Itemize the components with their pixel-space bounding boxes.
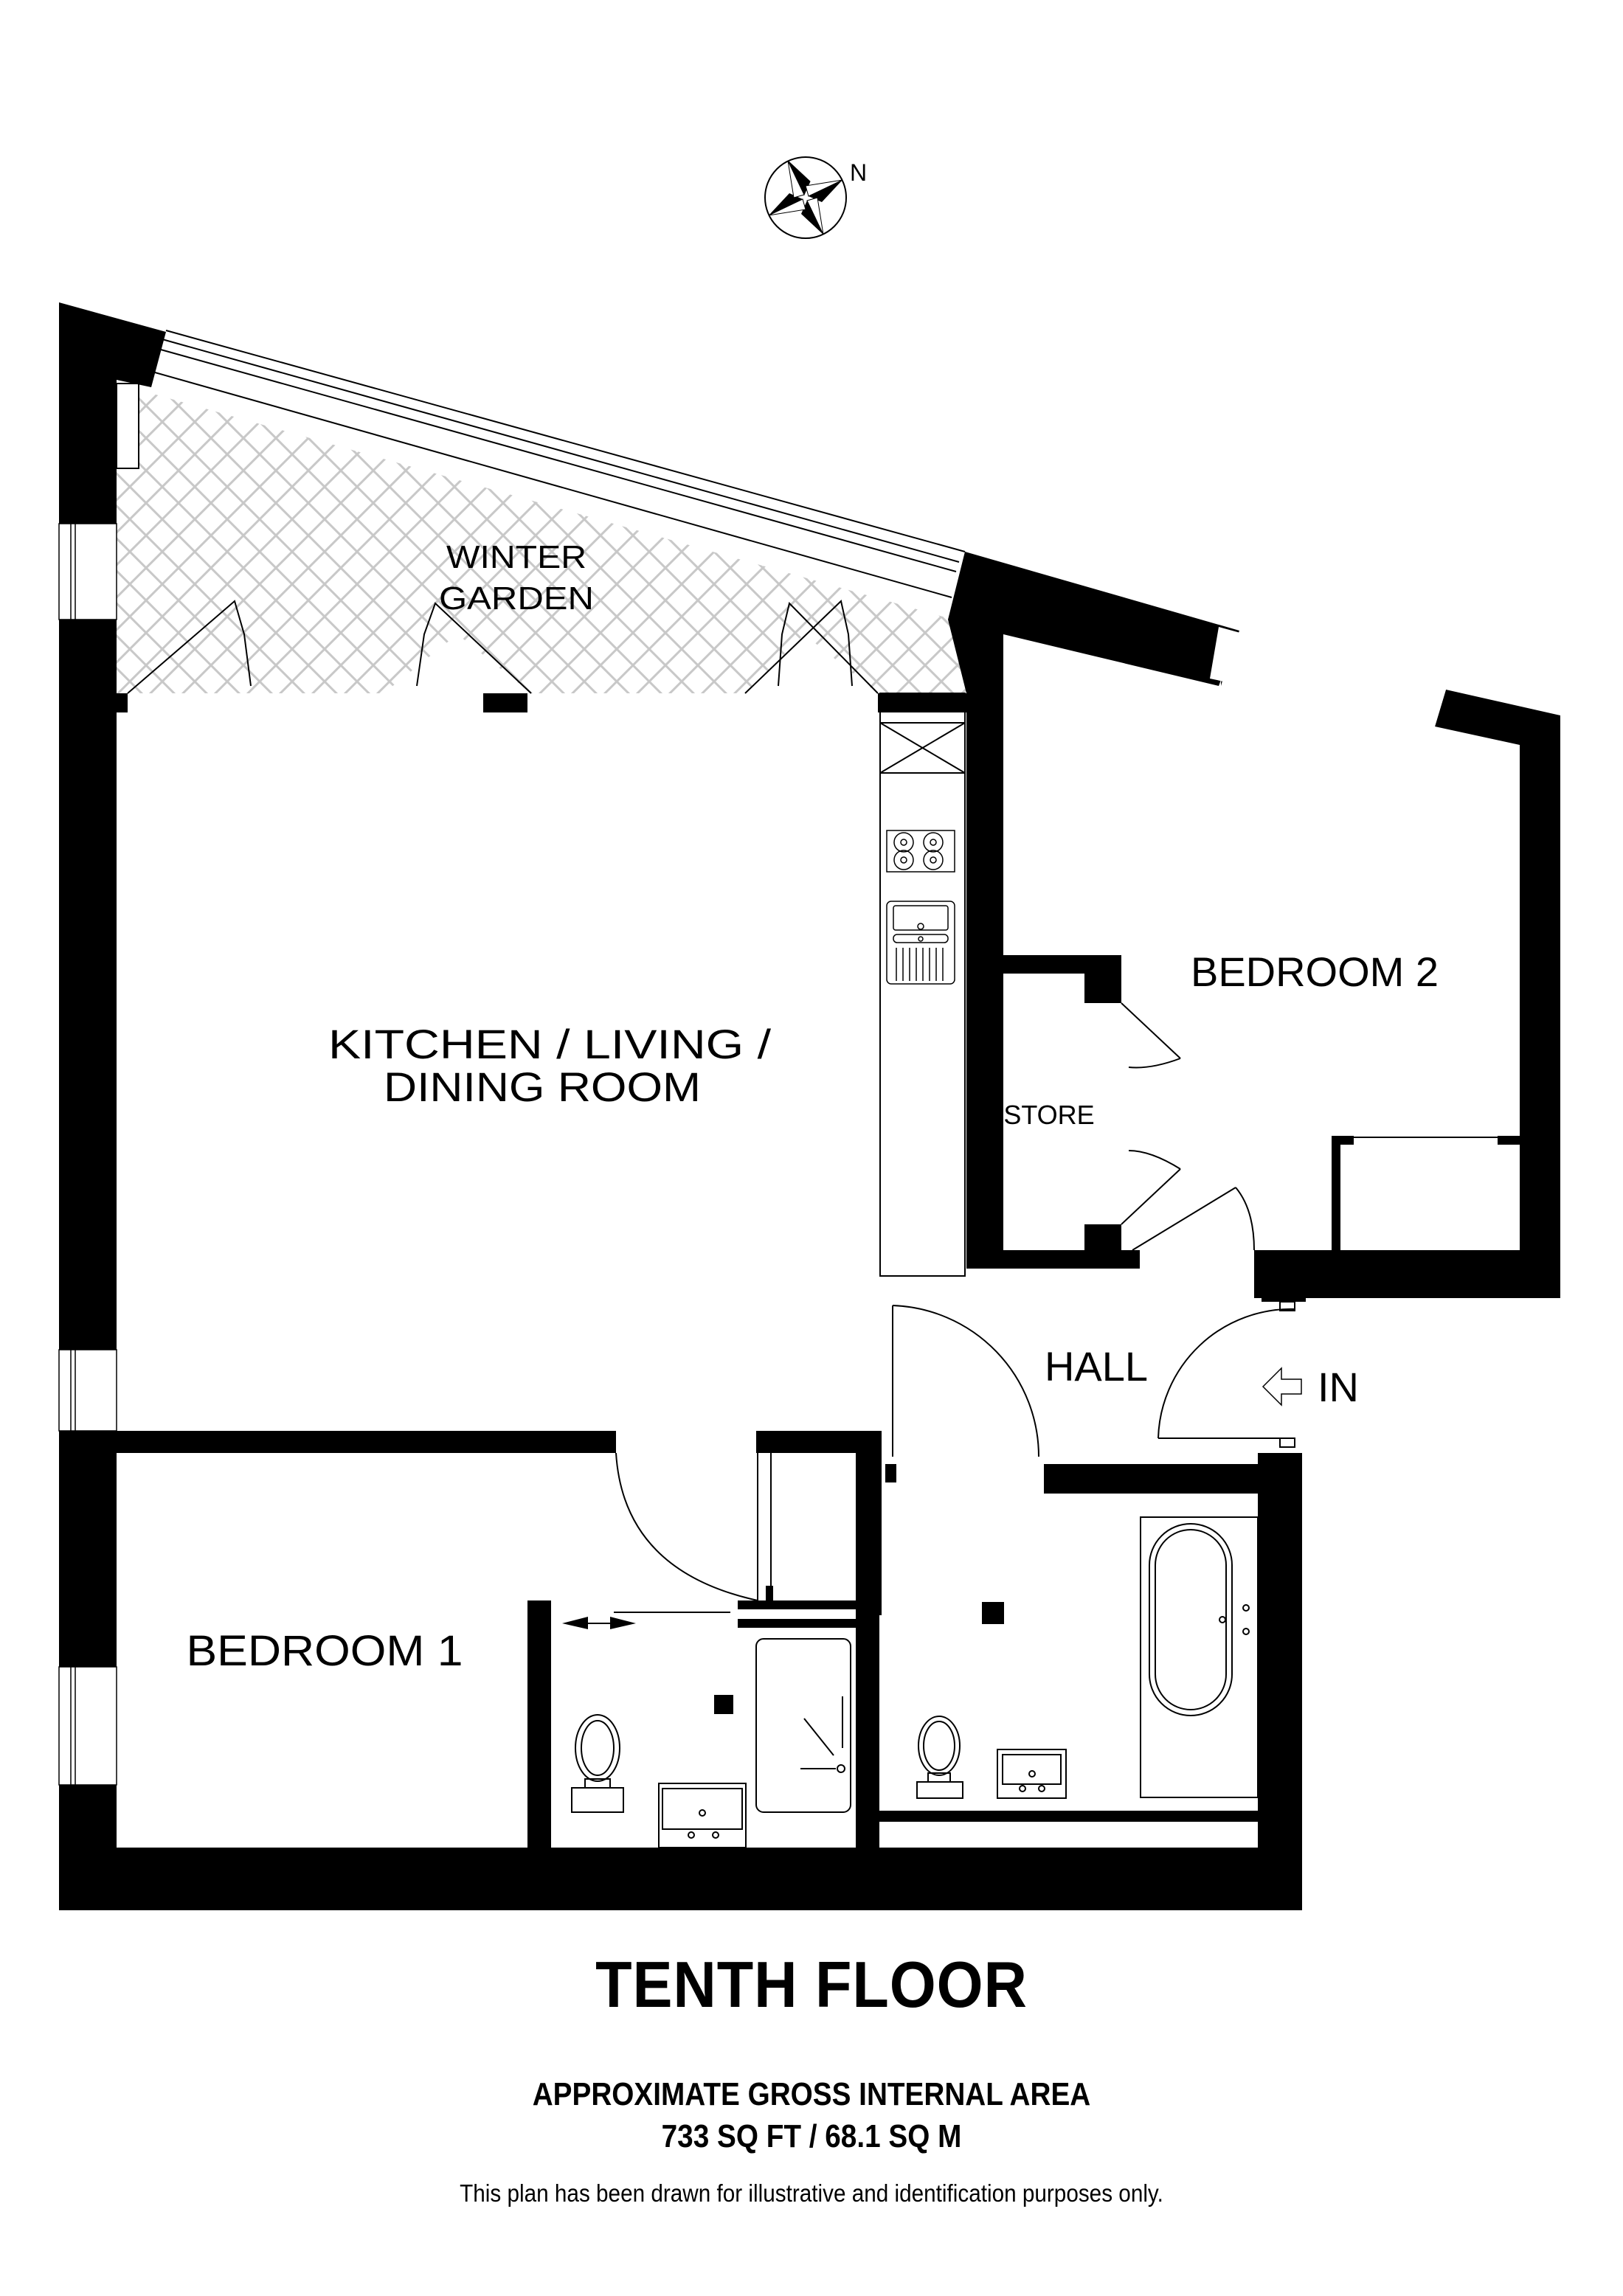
winter-garden-doors: [127, 600, 879, 694]
entrance-arrow-icon: [1262, 1367, 1302, 1407]
ensuite-basin-icon: [658, 1783, 747, 1848]
bedroom-1-door: [615, 1452, 772, 1601]
window-left-lower: [58, 1666, 117, 1786]
window-left-upper: [58, 523, 117, 620]
kitchen-to-hall-door: [892, 1305, 1039, 1457]
compass-rose-icon: [764, 156, 847, 239]
entrance-label: IN: [1318, 1364, 1359, 1410]
walls: [59, 302, 1560, 1910]
kitchen-units: [879, 693, 966, 1277]
disclaimer: This plan has been drawn for illustrativ…: [460, 2179, 1163, 2207]
entrance-door: [1157, 1301, 1295, 1448]
store-label: STORE: [1003, 1100, 1094, 1130]
bathtub-icon: [1140, 1516, 1259, 1798]
winter-garden-label-line2: GARDEN: [439, 580, 594, 617]
hall-label: HALL: [1045, 1343, 1148, 1390]
floor-title: TENTH FLOOR: [595, 1948, 1028, 2021]
area-value: 733 SQ FT / 68.1 SQ M: [661, 2118, 962, 2154]
kitchen-living-label-line1: KITCHEN / LIVING /: [328, 1021, 772, 1067]
sliding-door-arrow-icon: [562, 1612, 730, 1629]
store-doors: [1121, 1002, 1181, 1225]
balcony-glazing: [154, 330, 966, 598]
bedroom-1-label: BEDROOM 1: [187, 1627, 463, 1675]
bathroom-basin-icon: [997, 1749, 1067, 1799]
winter-garden-label-line1: WINTER: [446, 539, 586, 575]
sink-icon: [886, 901, 955, 985]
bedroom-2-door: [1132, 1187, 1255, 1251]
window-left-middle: [58, 1349, 117, 1432]
winter-garden-area: [117, 384, 966, 693]
kitchen-living-label-line2: DINING ROOM: [384, 1064, 701, 1110]
compass-north-label: N: [850, 159, 867, 186]
bathroom-toilet-icon: [916, 1716, 963, 1799]
bedroom-2-label: BEDROOM 2: [1191, 948, 1439, 995]
shower-tray-icon: [755, 1638, 851, 1813]
area-heading: APPROXIMATE GROSS INTERNAL AREA: [532, 2076, 1091, 2112]
hob-icon: [886, 830, 955, 873]
ensuite-toilet-icon: [571, 1714, 624, 1813]
